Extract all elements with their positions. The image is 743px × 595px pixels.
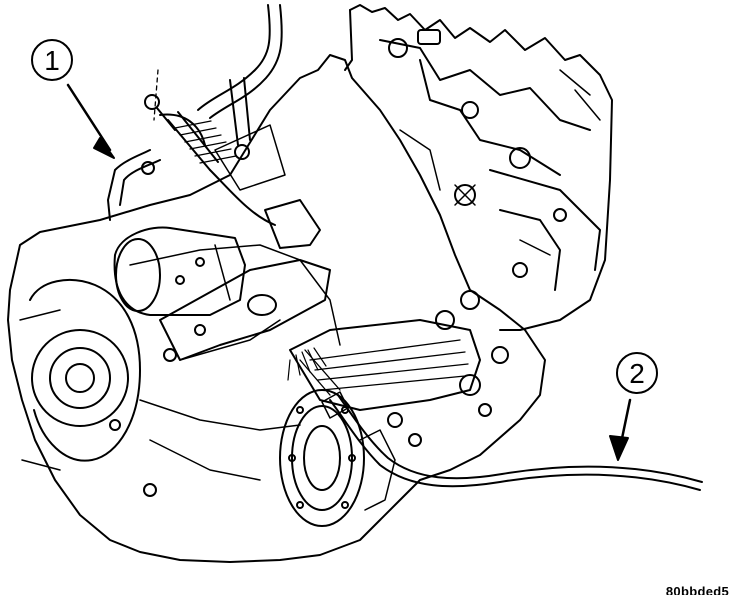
figure-code: 80bbded5 — [665, 584, 729, 595]
callout-1: 1 — [31, 39, 115, 159]
selector-housing — [287, 290, 509, 447]
callout-2: 2 — [609, 352, 658, 461]
starter-motor — [113, 226, 246, 316]
mount-bracket — [159, 124, 331, 361]
engine-block — [344, 4, 613, 331]
hoses — [159, 4, 283, 146]
shift-cable-adjuster — [107, 69, 276, 226]
transaxle-case — [7, 54, 546, 563]
callout-2-label: 2 — [629, 358, 645, 389]
shift-cable — [321, 391, 703, 491]
callout-1-label: 1 — [44, 45, 60, 76]
